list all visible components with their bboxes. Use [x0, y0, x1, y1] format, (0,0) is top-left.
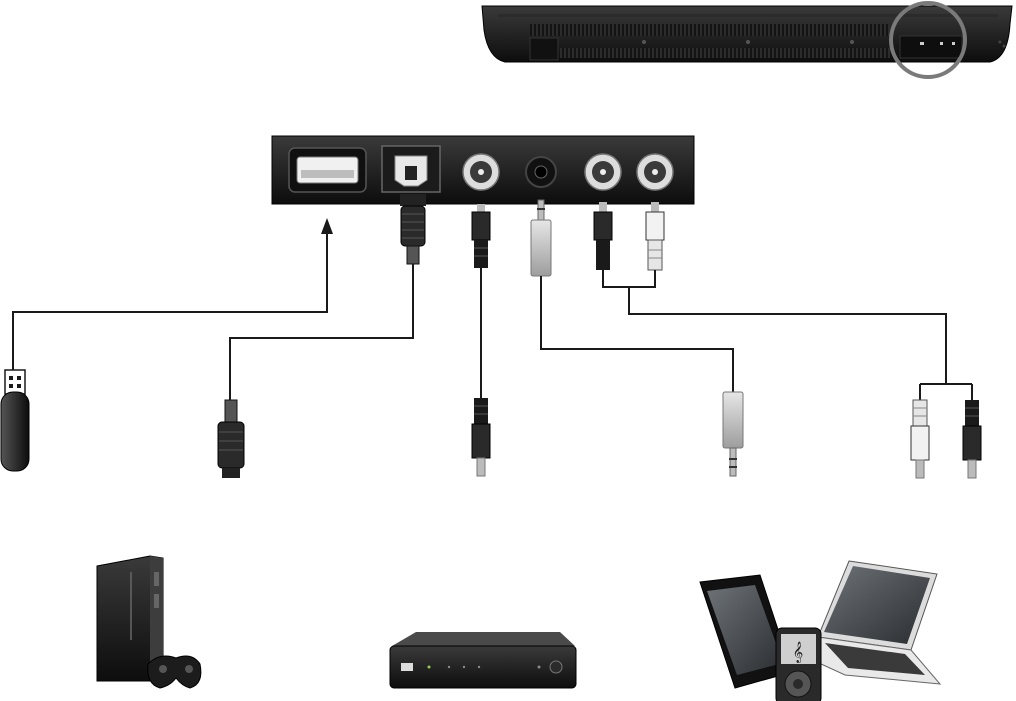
usb-port-icon [289, 148, 366, 192]
connector-panel [272, 136, 694, 204]
aux-plug-upper-icon [531, 200, 551, 276]
rca-pair-lower-icon [911, 400, 981, 478]
rca-right-port-icon [637, 154, 673, 190]
coaxial-plug-lower-icon [472, 398, 490, 476]
optical-line [230, 264, 413, 402]
soundbar [482, 3, 1012, 77]
connection-lines [13, 234, 972, 402]
usb-line [13, 234, 327, 372]
aux-port-icon [526, 157, 556, 187]
rca-left-port-icon [585, 154, 621, 190]
optical-plug-lower-icon [218, 400, 244, 478]
optical-port-icon [382, 146, 440, 192]
rca-pair-upper-icon [594, 202, 664, 270]
aux-line [541, 276, 733, 394]
usb-arrow-icon [321, 218, 333, 234]
usb-stick-icon [1, 370, 29, 471]
optical-plug-upper-icon [400, 194, 426, 264]
music-player-icon: 𝄞 [776, 628, 821, 701]
media-devices-icon: 𝄞 [700, 561, 940, 701]
set-top-box-icon [390, 632, 576, 688]
coaxial-port-icon [463, 154, 499, 190]
rca-line [603, 270, 972, 400]
game-console-icon [97, 556, 201, 688]
jack-plug-lower-icon [723, 392, 743, 476]
svg-text:𝄞: 𝄞 [793, 642, 804, 663]
coaxial-plug-upper-icon [472, 204, 490, 268]
